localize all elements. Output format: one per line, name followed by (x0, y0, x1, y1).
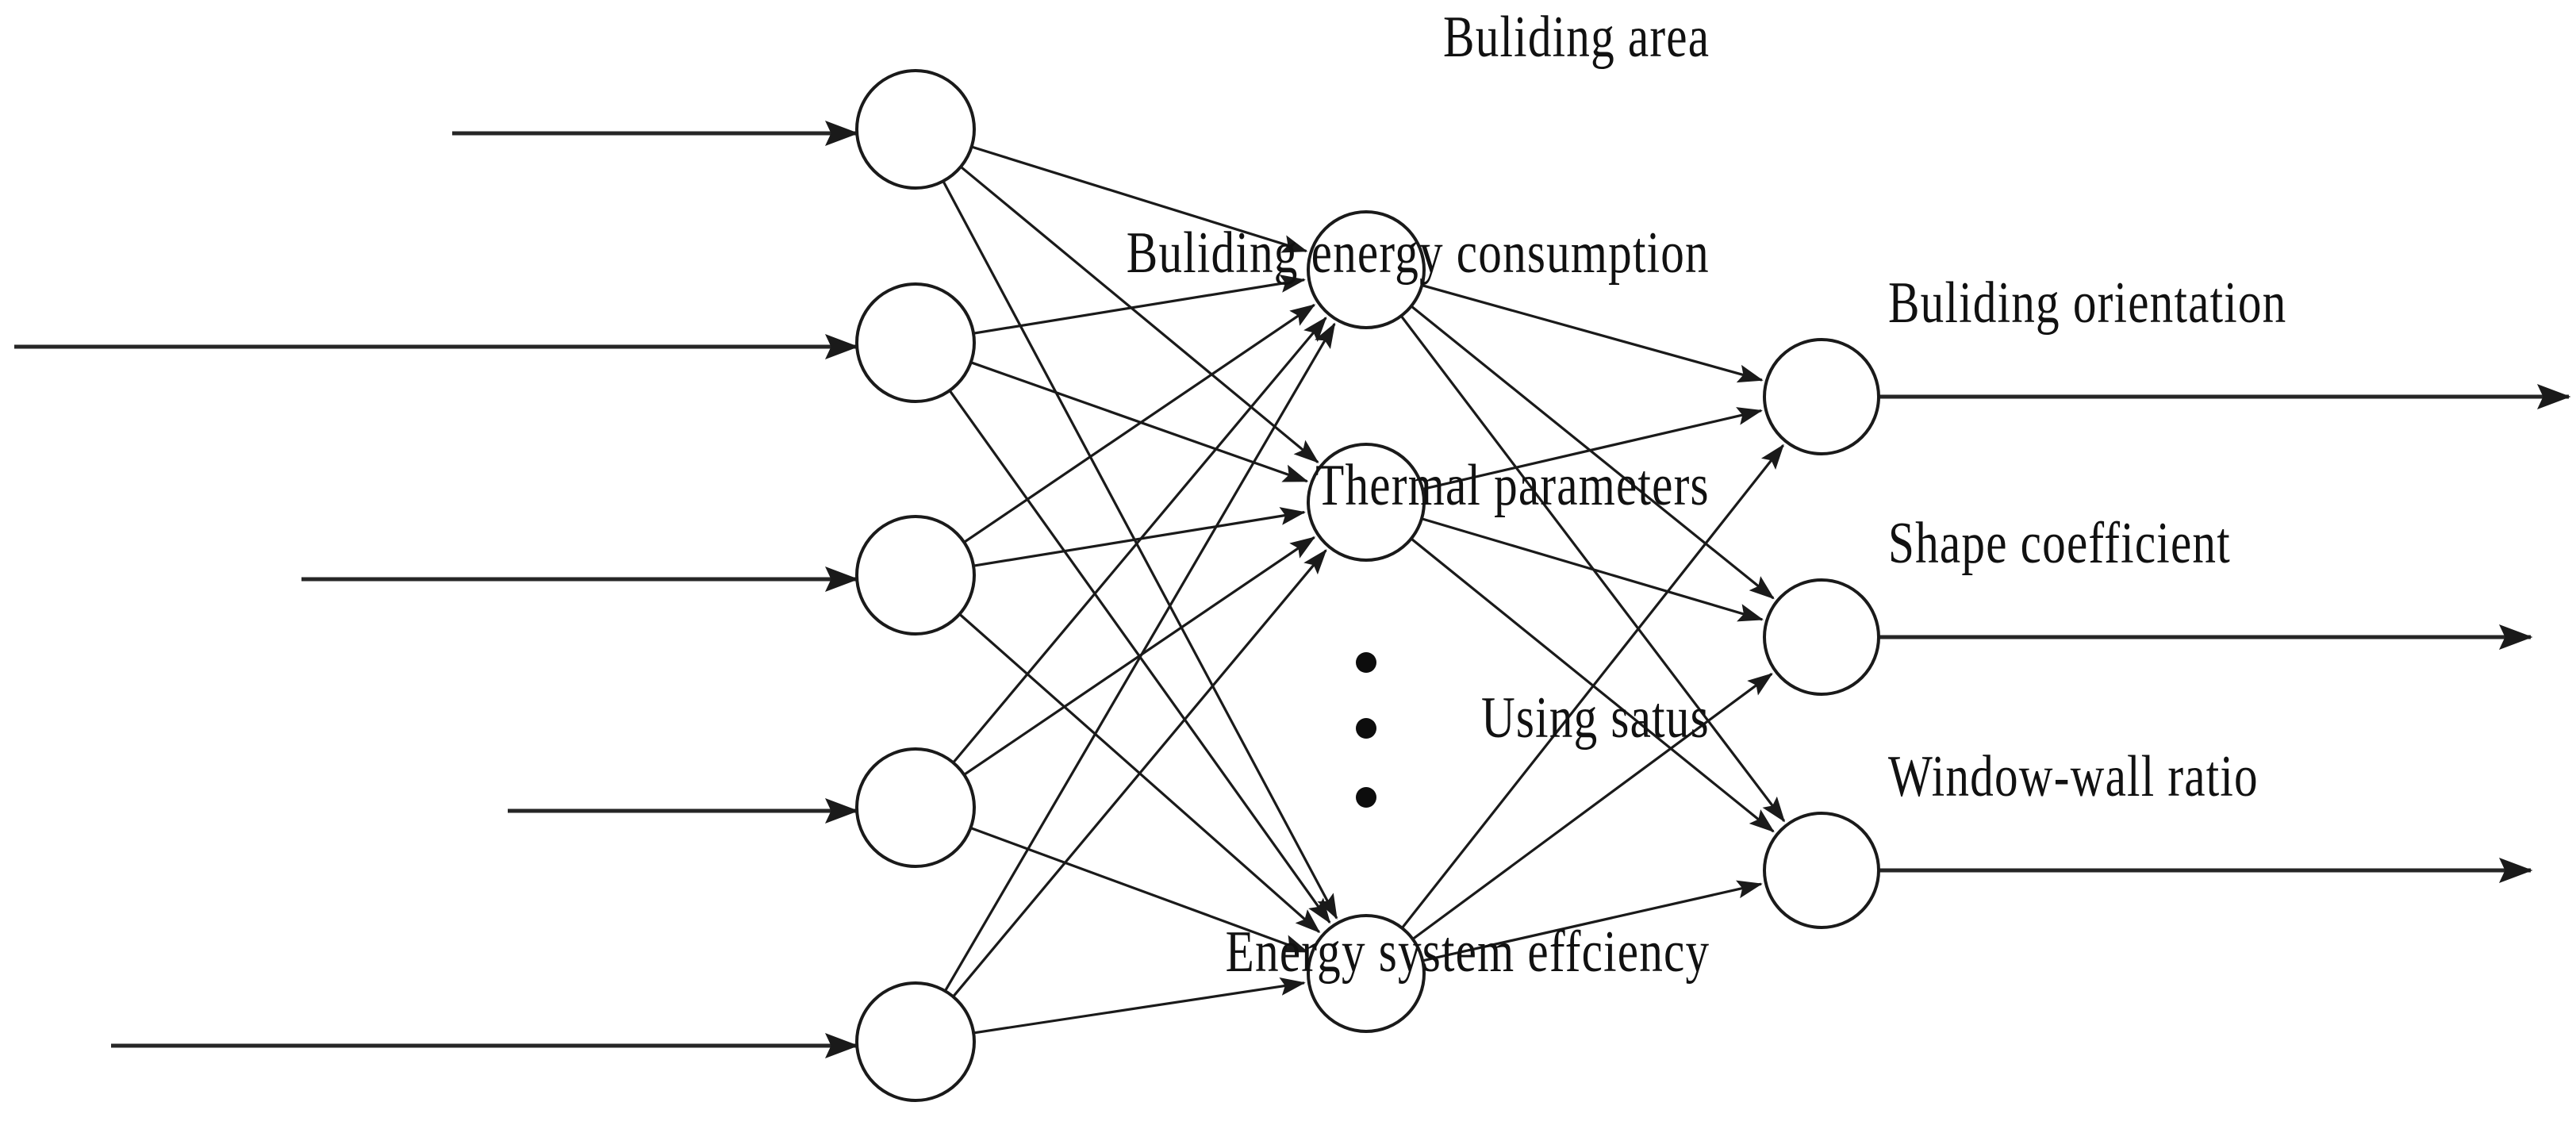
input-node-4 (855, 981, 976, 1102)
output-node-0 (1763, 338, 1880, 455)
edges-input-to-hidden (942, 145, 1338, 1035)
io-arrows (14, 121, 2571, 1058)
edges-hidden-to-output (1399, 284, 1786, 962)
input-label-building-area: Buliding area (1442, 5, 1710, 70)
output-label-window-wall-ratio: Window-wall ratio (1888, 744, 2259, 809)
output-node-2 (1763, 812, 1880, 929)
input-node-2 (855, 515, 976, 636)
input-node-0 (855, 69, 976, 190)
hidden-node-1 (1307, 443, 1426, 562)
connection-line (1421, 517, 1764, 622)
connection-line (1410, 305, 1775, 600)
connection-line (952, 549, 1327, 998)
input-node-1 (855, 282, 976, 403)
input-layer-nodes (855, 69, 976, 1102)
input-node-3 (855, 747, 976, 868)
hidden-layer-ellipsis-icon (1356, 652, 1376, 808)
connection-line (942, 180, 1338, 920)
ellipsis-dot-0 (1356, 652, 1376, 673)
input-label-building-energy-consumption: Buliding energy consumption (1126, 221, 1710, 286)
connection-line (1422, 880, 1763, 962)
connection-line (1411, 673, 1773, 940)
output-label-building-orientation: Buliding orientation (1888, 271, 2287, 336)
connection-line (970, 361, 1309, 483)
connection-line (969, 827, 1309, 954)
connection-line (963, 304, 1316, 543)
hidden-node-2 (1307, 914, 1426, 1033)
output-layer-nodes (1763, 338, 1880, 929)
input-label-using-status: Using satus (1481, 685, 1710, 751)
connection-line (973, 977, 1306, 1035)
connection-line (971, 145, 1308, 253)
connection-line (1400, 444, 1784, 929)
input-label-energy-system-efficiency: Energy system effciency (1225, 920, 1710, 985)
connection-line (943, 322, 1336, 992)
connection-line (973, 275, 1306, 335)
output-node-1 (1763, 578, 1880, 696)
connection-line (973, 507, 1306, 567)
hidden-layer-nodes (1307, 210, 1426, 1033)
connection-line (1422, 407, 1763, 491)
connection-line (952, 317, 1327, 764)
hidden-node-0 (1307, 210, 1426, 329)
input-label-thermal-parameters: Thermal parameters (1315, 453, 1710, 518)
connection-line (959, 165, 1319, 463)
ellipsis-dot-2 (1356, 787, 1376, 808)
output-label-shape-coefficient: Shape coefficient (1888, 511, 2231, 576)
connection-line (1421, 284, 1764, 383)
ellipsis-dot-1 (1356, 718, 1376, 739)
